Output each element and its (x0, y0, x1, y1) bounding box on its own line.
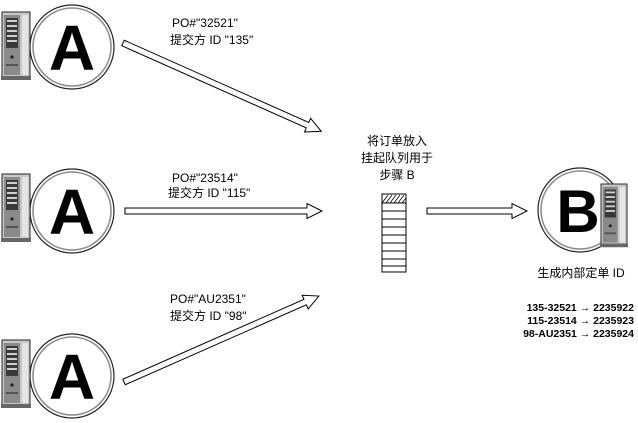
id-mapping-list: 135-32521 → 2235922 115-23514 → 2235923 … (523, 302, 634, 340)
node-letter: A (49, 12, 95, 84)
node-letter: B (556, 178, 599, 245)
server-tower-icon (1, 339, 31, 408)
id-mapping: 98-AU2351 → 2235924 (523, 328, 634, 340)
arrow-a1-to-queue (121, 39, 323, 133)
queue-icon (381, 193, 407, 273)
node-letter: A (49, 176, 95, 248)
arrow-queue-to-b (426, 202, 529, 220)
queue-note-line: 挂起队列用于 (361, 150, 433, 165)
processor-node-b: B (537, 167, 628, 253)
po-number: PO#"32521" (172, 16, 238, 30)
processor-caption: 生成内部定单 ID (537, 265, 625, 280)
id-mapping: 115-23514 → 2235923 (527, 315, 634, 327)
submission-label-2: PO#"23514" 提交方 ID "115" (168, 171, 250, 200)
submitter-id: 提交方 ID "115" (168, 185, 250, 200)
server-tower-icon (1, 11, 31, 80)
node-letter: A (49, 341, 95, 413)
node-circle-inner-ring (32, 7, 112, 87)
queue-note-line: 步骤 B (379, 168, 414, 182)
submitter-node-a-2: A (1, 168, 115, 254)
server-tower-icon (600, 183, 628, 248)
node-circle-inner-ring (32, 336, 112, 416)
server-tower-icon (1, 173, 31, 242)
po-number: PO#"AU2351" (170, 292, 246, 306)
node-circle-inner-ring (32, 171, 112, 251)
arrow-a2-to-queue (124, 202, 324, 220)
id-mapping: 135-32521 → 2235922 (527, 302, 635, 314)
submitter-id: 提交方 ID "98" (170, 308, 247, 323)
arrow-a3-to-queue (122, 294, 320, 386)
po-number: PO#"23514" (172, 171, 238, 185)
queue-note: 将订单放入 挂起队列用于 步骤 B (361, 133, 433, 182)
submission-label-3: PO#"AU2351" 提交方 ID "98" (170, 292, 247, 323)
submitter-node-a-1: A (1, 4, 115, 90)
queue-note-line: 将订单放入 (367, 133, 427, 148)
submitter-node-a-3: A (1, 333, 115, 419)
submission-label-1: PO#"32521" 提交方 ID "135" (170, 16, 253, 47)
submitter-id: 提交方 ID "135" (170, 32, 253, 47)
